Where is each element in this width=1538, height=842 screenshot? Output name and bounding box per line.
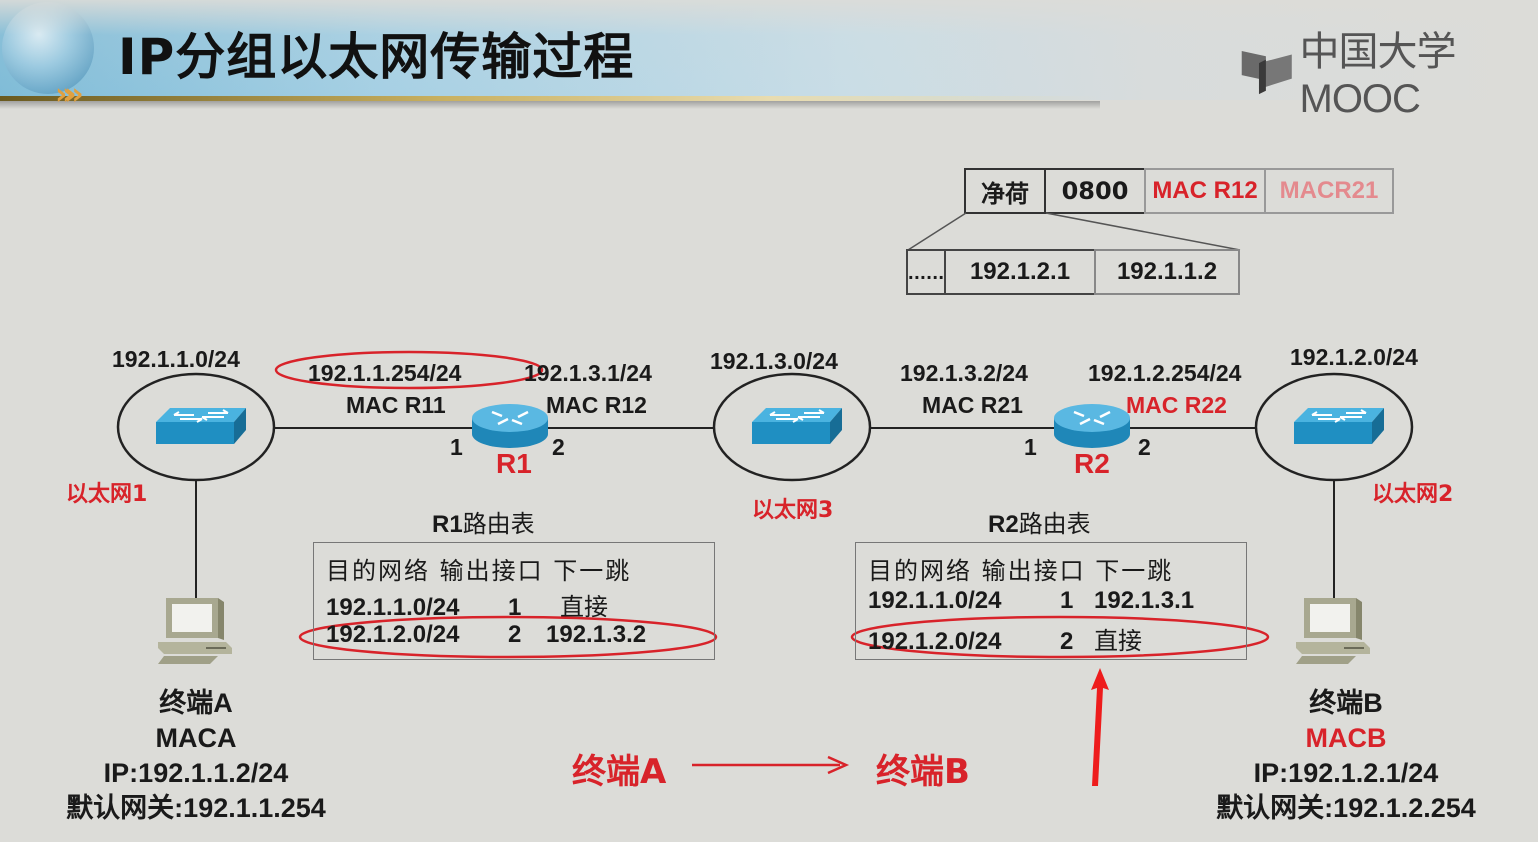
banner-divider [0,96,1100,101]
r2-routing-table: 目的网络 输出接口 下一跳 192.1.1.0/24 1 192.1.3.1 192… [855,542,1247,660]
r2-table-title: R2路由表 [988,504,1091,539]
r2-table-title-suffix: 路由表 [1018,510,1091,538]
field-label: 192.1.2.1 [969,258,1071,285]
r2-if1-mac: MAC R21 [922,392,1023,418]
field-label: MAC R12 [1152,177,1258,204]
field-label: 192.1.1.2 [1116,258,1218,285]
flow-destination: 终端B [876,752,970,792]
eth1-subnet: 192.1.1.0/24 [112,346,240,372]
table-row: 192.1.2.0/24 2 192.1.3.2 [326,621,646,649]
r2-if1-ip: 192.1.3.2/24 [900,360,1028,386]
r1-if1-ip: 192.1.1.254/24 [308,360,462,386]
switch-icon-eth2[interactable] [1288,400,1384,450]
r2-port2: 2 [1138,434,1151,460]
logo-text: 中国大学MOOC [1299,29,1457,121]
payload-field-src-ip: 192.1.1.2 [1094,249,1240,295]
r1-if2-ip: 192.1.3.1/24 [524,360,652,386]
next-hop-cell: 192.1.3.1 [1094,587,1195,614]
switch-icon-eth3[interactable] [746,400,842,450]
field-label: ...... [907,264,945,283]
next-hop-cell: 192.1.3.2 [546,621,647,648]
table-row: 192.1.2.0/24 2 直接 [868,621,1142,656]
iface-cell: 1 [508,594,522,621]
field-label: 0800 [1061,177,1129,205]
host-a-gateway: 默认网关:192.1.1.254 [66,793,326,823]
dest-cell: 192.1.2.0/24 [868,628,1002,655]
host-b-gateway: 默认网关:192.1.2.254 [1216,793,1476,823]
host-a-mac: MACA [155,723,237,753]
field-label: MACR21 [1279,177,1379,204]
router-icon-r2[interactable] [1052,402,1132,452]
page-title: IP分组以太网传输过程 [118,28,635,86]
table-row: 192.1.1.0/24 1 192.1.3.1 [868,587,1194,615]
r2-table-title-prefix: R2 [988,511,1019,538]
payload-field-dst-ip: 192.1.2.1 [944,249,1096,295]
next-hop-cell: 直接 [560,593,608,621]
r1-table-title: R1路由表 [432,504,535,539]
iface-cell: 1 [1060,587,1074,614]
iface-cell: 2 [508,621,522,648]
r1-table-title-suffix: 路由表 [462,510,535,538]
r1-routing-table: 目的网络 输出接口 下一跳 192.1.1.0/24 1 直接 192.1.2.0/… [313,542,715,660]
book-logo-icon [1241,51,1292,95]
r2-table-header: 目的网络 输出接口 下一跳 [868,557,1174,585]
payload-field-ellipsis: ...... [906,249,946,295]
flow-source: 终端A [572,752,667,792]
banner-shadow [0,101,1100,109]
eth2-subnet: 192.1.2.0/24 [1290,344,1418,370]
r2-name: R2 [1074,448,1110,479]
dest-cell: 192.1.1.0/24 [868,587,1002,614]
iface-cell: 2 [1060,628,1074,655]
frame-field-dst-mac: MACR21 [1264,168,1394,214]
eth1-label: 以太网1 [66,482,148,507]
eth2-label: 以太网2 [1372,482,1454,507]
host-b-mac: MACB [1305,723,1387,753]
r1-if2-mac: MAC R12 [546,392,647,418]
host-a-info: 终端A MACA IP:192.1.1.2/24 默认网关:192.1.1.25… [46,686,346,826]
r2-port1: 1 [1024,434,1037,460]
host-a-ip: IP:192.1.1.2/24 [103,758,289,788]
r1-port1: 1 [450,434,463,460]
r1-table-title-prefix: R1 [432,511,463,538]
dest-cell: 192.1.1.0/24 [326,594,460,621]
r2-if2-mac: MAC R22 [1126,392,1227,418]
dest-cell: 192.1.2.0/24 [326,621,460,648]
frame-field-type: 0800 [1044,168,1146,214]
banner-fade [0,0,1538,100]
host-a-name: 终端A [159,688,233,718]
r1-name: R1 [496,448,532,479]
switch-icon-eth1[interactable] [150,400,246,450]
r1-if1-mac: MAC R11 [346,392,446,418]
host-b-ip: IP:192.1.2.1/24 [1253,758,1439,788]
computer-icon-a[interactable] [156,596,236,666]
r1-table-header: 目的网络 输出接口 下一跳 [326,557,632,585]
field-label: 净荷 [981,179,1029,208]
table-row: 192.1.1.0/24 1 直接 [326,587,608,622]
next-hop-cell: 直接 [1094,627,1142,655]
host-b-name: 终端B [1309,688,1383,718]
host-b-info: 终端B MACB IP:192.1.2.1/24 默认网关:192.1.2.25… [1196,686,1496,826]
eth3-subnet: 192.1.3.0/24 [710,348,838,374]
r2-if2-ip: 192.1.2.254/24 [1088,360,1242,386]
computer-icon-b[interactable] [1294,596,1374,666]
eth3-label: 以太网3 [752,498,834,523]
router-icon-r1[interactable] [470,402,550,452]
r1-port2: 2 [552,434,565,460]
mooc-logo: 中国大学MOOC [1240,30,1538,121]
